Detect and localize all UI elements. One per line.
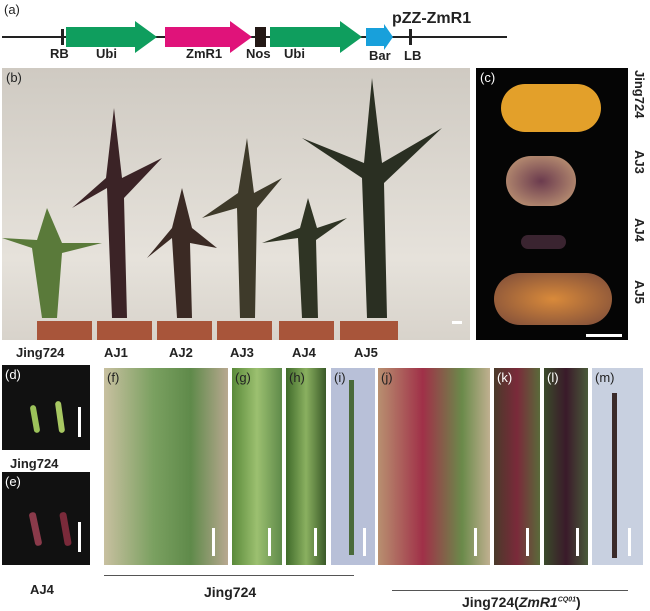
scale-bar [526, 528, 529, 556]
photo-f: (f) [104, 368, 228, 565]
scale-bar [268, 528, 271, 556]
label-b-aj3: AJ3 [230, 345, 254, 360]
label-d: Jing724 [10, 456, 59, 471]
label-b-aj4: AJ4 [292, 345, 316, 360]
photo-l: (l) [544, 368, 588, 565]
tassel [612, 393, 617, 558]
group-label-2-allele: CQ01 [557, 596, 577, 604]
rb-border [61, 29, 64, 45]
panel-c-letter: (c) [480, 70, 496, 85]
label-rb: RB [50, 46, 69, 61]
ubi-arrow-2 [270, 21, 362, 53]
scale-bar [212, 528, 215, 556]
scale-bar [576, 528, 579, 556]
panel-d-letter: (d) [5, 367, 21, 382]
panel-g-letter: (g) [235, 370, 251, 385]
ears-photo: (c) [476, 68, 628, 340]
label-zmr1: ZmR1 [186, 46, 223, 61]
ear-jing724 [501, 84, 601, 132]
panel-e-letter: (e) [5, 474, 21, 489]
scale-bar [586, 334, 622, 337]
photo-i: (i) [331, 368, 375, 565]
panel-b-letter: (b) [6, 70, 22, 85]
scale-bar [628, 528, 631, 556]
label-b-jing724: Jing724 [16, 345, 65, 360]
panel-h-letter: (h) [289, 370, 305, 385]
group-label-2-base: Jing724( [462, 594, 519, 610]
group-label-2-close: ) [576, 594, 581, 610]
label-b-aj5: AJ5 [354, 345, 378, 360]
panel-f-letter: (f) [107, 370, 120, 385]
label-c-aj3: AJ3 [632, 150, 647, 174]
seedling [28, 511, 43, 547]
photo-j: (j) [378, 368, 490, 565]
seedling [59, 511, 72, 547]
label-bar: Bar [369, 48, 391, 63]
label-b-aj1: AJ1 [104, 345, 128, 360]
group-rule-1 [104, 575, 354, 576]
plants-photo: (b) [2, 68, 470, 340]
label-ubi-1: Ubi [96, 46, 117, 61]
ear-aj3 [506, 156, 576, 206]
photo-k: (k) [494, 368, 540, 565]
photo-h: (h) [286, 368, 326, 565]
lb-border [409, 29, 412, 45]
bar-arrow [366, 24, 393, 50]
group-label-1: Jing724 [204, 584, 257, 600]
panel-j-letter: (j) [381, 370, 393, 385]
label-c-aj5: AJ5 [632, 280, 647, 304]
scale-bar [78, 407, 81, 437]
pots [37, 321, 398, 340]
ubi-arrow-1 [66, 21, 157, 53]
label-c-jing724: Jing724 [632, 70, 647, 119]
ear-aj4 [521, 235, 566, 249]
nos-terminator [255, 27, 266, 47]
scale-bar [78, 522, 81, 552]
panel-a-letter: (a) [4, 2, 20, 17]
zmr1-arrow [165, 21, 252, 53]
label-ubi-2: Ubi [284, 46, 305, 61]
tassel [349, 380, 354, 555]
label-lb: LB [404, 48, 422, 63]
group-label-2: Jing724(ZmR1CQ01) [462, 594, 581, 610]
scale-bar [314, 528, 317, 556]
label-nos: Nos [246, 46, 271, 61]
group-rule-2 [392, 590, 628, 591]
seedling-aj4-photo: (e) [2, 472, 90, 565]
scale-bar [363, 528, 366, 556]
label-e: AJ4 [30, 582, 54, 597]
panel-k-letter: (k) [497, 370, 513, 385]
photo-g: (g) [232, 368, 282, 565]
panel-l-letter: (l) [547, 370, 559, 385]
scale-bar [474, 528, 477, 556]
seedling [29, 404, 41, 434]
panel-i-letter: (i) [334, 370, 346, 385]
scale-bar [452, 321, 462, 324]
label-b-aj2: AJ2 [169, 345, 193, 360]
seedling-jing724-photo: (d) [2, 365, 90, 450]
ear-aj5 [494, 273, 612, 325]
panel-m-letter: (m) [595, 370, 615, 385]
label-c-aj4: AJ4 [632, 218, 647, 242]
vector-backbone [2, 36, 507, 38]
group-label-2-gene: ZmR1 [518, 594, 558, 610]
plant-silhouettes [2, 78, 442, 318]
seedling [54, 400, 66, 434]
photo-m: (m) [592, 368, 643, 565]
construct-diagram [66, 21, 412, 53]
construct-title: pZZ-ZmR1 [392, 10, 472, 27]
